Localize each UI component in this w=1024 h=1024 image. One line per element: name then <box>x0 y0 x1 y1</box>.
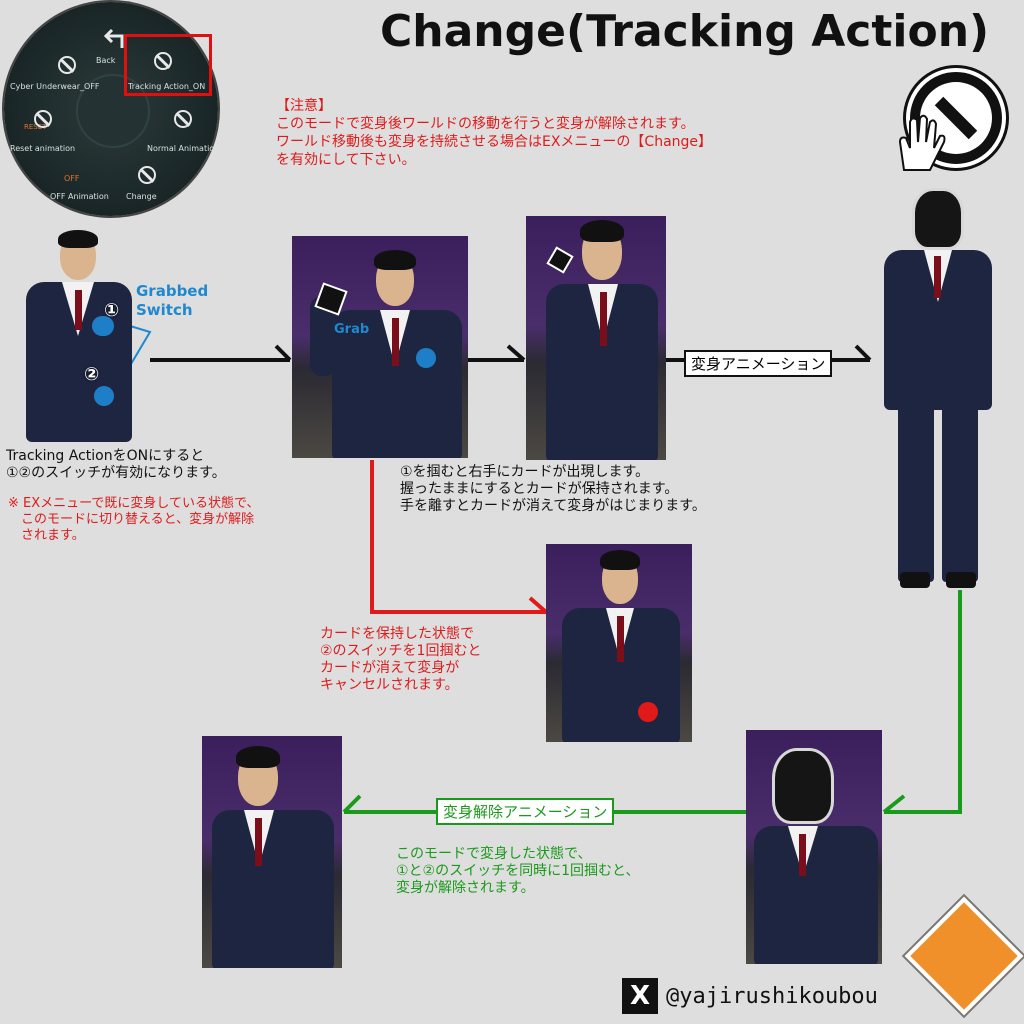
normal-anim-icon <box>174 110 192 128</box>
x-logo-icon: X <box>622 978 658 1014</box>
intro-text: Tracking ActionをONにすると ①②のスイッチが有効になります。 <box>6 448 226 481</box>
radial-expression-menu[interactable]: Back Tracking Action_ON Normal Animation… <box>4 2 220 216</box>
grab-label: Grab <box>334 322 370 337</box>
release-text: このモードで変身した状態で、 ①と②のスイッチを同時に1回掴むと、 変身が解除さ… <box>396 846 640 896</box>
change-icon <box>138 166 156 184</box>
menu-item-normal-animation[interactable]: Normal Animation <box>147 144 220 153</box>
page-title: Change(Tracking Action) <box>380 6 990 57</box>
menu-item-tracking-action[interactable]: Tracking Action_ON <box>128 82 206 91</box>
tracking-icon <box>154 52 172 70</box>
cancel-photo <box>546 544 692 742</box>
card-photo <box>526 216 666 460</box>
release-animation-label: 変身解除アニメーション <box>436 798 615 825</box>
highlight-box <box>124 34 212 96</box>
helmet-photo <box>746 730 882 964</box>
card-explanation-text: ①を掴むと右手にカードが出現します。 握ったままにするとカードが保持されます。 … <box>400 464 706 514</box>
menu-item-change[interactable]: Change <box>126 192 157 201</box>
menu-item-off-animation[interactable]: OFF Animation <box>50 192 109 201</box>
warning-text: ※ EXメニューで既に変身している状態で、 このモードに切り替えると、変身が解除… <box>8 496 260 543</box>
switch-2-dot <box>94 386 114 406</box>
menu-item-cyber-underwear[interactable]: Cyber Underwear_OFF <box>10 82 100 91</box>
caution-note: 【注意】 このモードで変身後ワールドの移動を行うと変身が解除されます。 ワールド… <box>276 98 713 168</box>
credit-handle: @yajirushikoubou <box>666 984 878 1009</box>
transform-animation-label: 変身アニメーション <box>684 350 833 377</box>
grabbed-switch-label: Grabbed Switch <box>136 282 209 319</box>
switch-2-number: ② <box>84 364 100 385</box>
menu-item-back[interactable]: Back <box>96 56 116 65</box>
underwear-icon <box>58 56 76 74</box>
grab-photo <box>292 236 468 458</box>
back-arrow-icon <box>103 28 124 48</box>
avatar-standing-figure <box>14 228 144 444</box>
reset-icon-label: RESET <box>24 123 47 131</box>
hand-icon <box>898 114 946 171</box>
menu-hub <box>76 74 150 148</box>
cancel-text: カードを保持した状態で ②のスイッチを1回掴むと カードが消えて変身が キャンセ… <box>320 626 482 693</box>
reset-icon <box>34 110 52 128</box>
transformed-hero-figure <box>872 184 1004 594</box>
switch-1-dot <box>94 316 114 336</box>
released-photo <box>202 736 342 968</box>
off-icon-label: OFF <box>64 174 80 183</box>
menu-item-reset-animation[interactable]: Reset animation <box>10 144 76 153</box>
switch-1-number: ① <box>104 300 120 321</box>
